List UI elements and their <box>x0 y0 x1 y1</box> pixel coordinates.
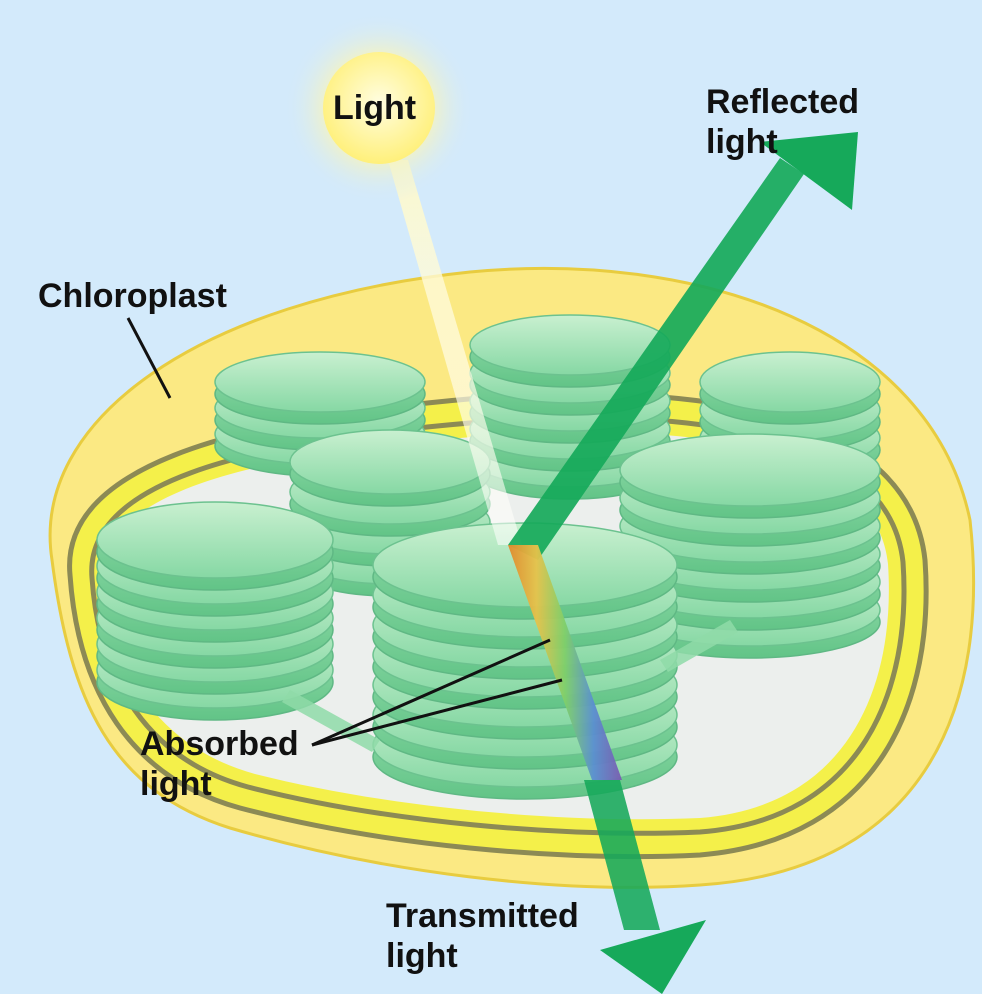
transmitted-label-line1: Transmitted <box>386 896 579 936</box>
thylakoid-disc <box>290 430 490 494</box>
light-label: Light <box>333 88 416 128</box>
transmitted-light-label: Transmitted light <box>386 896 579 976</box>
thylakoid-disc <box>97 502 333 578</box>
reflected-label-line1: Reflected <box>706 82 859 122</box>
thylakoid-disc <box>700 352 880 412</box>
absorbed-label-line1: Absorbed <box>140 724 299 764</box>
transmitted-label-line2: light <box>386 936 579 976</box>
thylakoid-disc <box>620 434 880 506</box>
granum-stack <box>97 502 333 720</box>
absorbed-label-line2: light <box>140 764 299 804</box>
reflected-light-label: Reflected light <box>706 82 859 162</box>
chloroplast-label: Chloroplast <box>38 276 227 316</box>
absorbed-light-label: Absorbed light <box>140 724 299 804</box>
thylakoid-disc <box>215 352 425 412</box>
reflected-label-line2: light <box>706 122 859 162</box>
